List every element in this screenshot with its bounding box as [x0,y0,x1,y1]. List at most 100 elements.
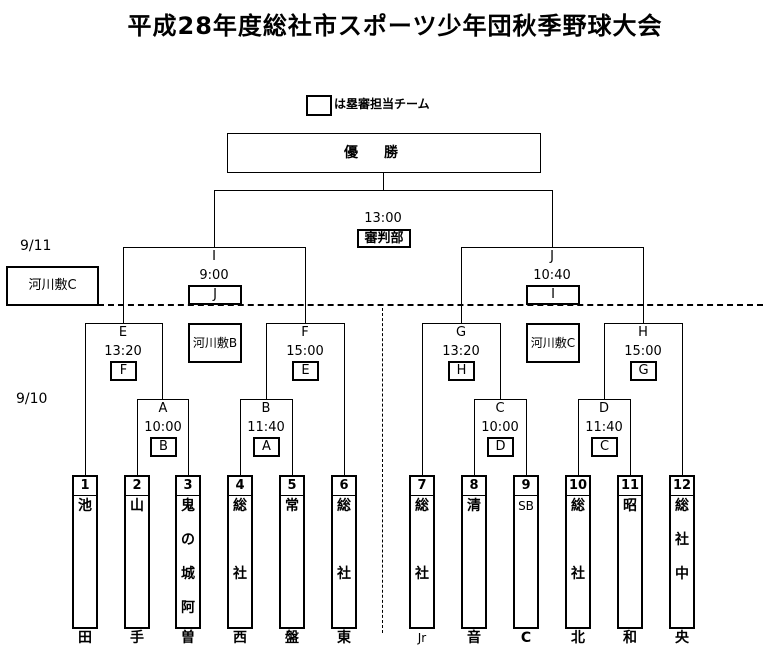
match-B-line [240,399,293,400]
team-name-char: 鬼 [181,498,195,514]
final-left-line [214,190,215,247]
match-B-right [292,399,293,475]
team-name-char: 城 [181,566,195,582]
match-J-time: 10:40 [533,268,571,283]
match-I-right [305,247,306,323]
team-number: 4 [229,477,251,496]
center-divider-line [382,308,383,633]
match-H-id: H [638,325,648,340]
team-name: 山手 [126,497,148,646]
match-G-umpire: H [448,361,475,381]
match-J-id: J [550,249,554,264]
match-D-umpire: C [591,437,618,457]
match-G-line [422,323,501,324]
match-A-id: A [158,401,168,416]
team-name-char: 総 [233,498,247,514]
match-A-left [137,399,138,475]
team-number: 6 [333,477,355,496]
match-F-umpire: E [292,361,319,381]
page-title: 平成28年度総社市スポーツ少年団秋季野球大会 [127,12,663,40]
team-name-char: 手 [130,630,144,646]
team-name-char: 社 [233,566,247,582]
match-A-right [188,399,189,475]
match-J-umpire: I [526,285,580,305]
team-number: 11 [619,477,641,496]
final-connector [383,172,384,191]
team-name-char: 清 [467,498,481,514]
team-name-char: の [181,532,195,548]
match-B-time: 11:40 [247,420,285,435]
team-name: 常盤 [281,497,303,646]
team-name: 清音 [463,497,485,646]
match-H-umpire: G [630,361,657,381]
match-G-id: G [455,325,467,340]
match-E-umpire: F [110,361,137,381]
match-I-time: 9:00 [199,268,229,283]
match-J-line [461,247,644,248]
match-J-right [643,247,644,323]
team-name-char: 総 [415,498,429,514]
team-name-char: 阿 [181,600,195,616]
team-name: 鬼の城阿曽 [177,497,199,646]
match-G-left [422,323,423,475]
bench-day2-left: 河川敷C [6,266,99,306]
team-name-char: 社 [415,566,429,582]
bench-right-block: 河川敷C [526,323,580,363]
match-H-left [604,323,605,399]
match-C-time: 10:00 [481,420,519,435]
team-number: 5 [281,477,303,496]
match-I-left [123,247,124,323]
legend-swatch [306,95,332,116]
match-E-left [85,323,86,475]
match-E-time: 13:20 [104,344,142,359]
team-name: 総社中央 [671,497,693,646]
team-number: 7 [411,477,433,496]
team-number: 10 [567,477,589,496]
match-D-line [578,399,631,400]
match-F-time: 15:00 [286,344,324,359]
match-A-time: 10:00 [144,420,182,435]
team-name: 池田 [74,497,96,646]
team-number: 1 [74,477,96,496]
team-name-char: 社 [675,532,689,548]
team-name: 総社東 [333,497,355,646]
team-number: 3 [177,477,199,496]
champion-box: 優勝 [227,133,541,173]
team-number: 9 [515,477,537,496]
match-D-time: 11:40 [585,420,623,435]
team-name-char: 総 [571,498,585,514]
team-number: 2 [126,477,148,496]
final-right-line [552,190,553,247]
final-bracket-line [214,190,553,191]
team-name: 総社北 [567,497,589,646]
team-name-char: 央 [675,630,689,646]
team-name-char: 曽 [181,630,195,646]
match-C-id: C [495,401,505,416]
team-name-char: 山 [130,498,144,514]
team-name-char: C [520,630,532,646]
day-divider-line [98,304,763,306]
match-E-id: E [118,325,128,340]
match-D-right [630,399,631,475]
match-C-right [526,399,527,475]
date-day2: 9/11 [20,238,52,254]
match-F-right [344,323,345,475]
team-name-char: 常 [285,498,299,514]
team-name-char: 池 [78,498,92,514]
team-name-char: 東 [337,630,351,646]
match-B-id: B [261,401,271,416]
match-G-right [500,323,501,399]
match-G-time: 13:20 [442,344,480,359]
match-H-line [604,323,683,324]
team-name-char: 昭 [623,498,637,514]
match-C-umpire: D [487,437,514,457]
match-H-time: 15:00 [624,344,662,359]
